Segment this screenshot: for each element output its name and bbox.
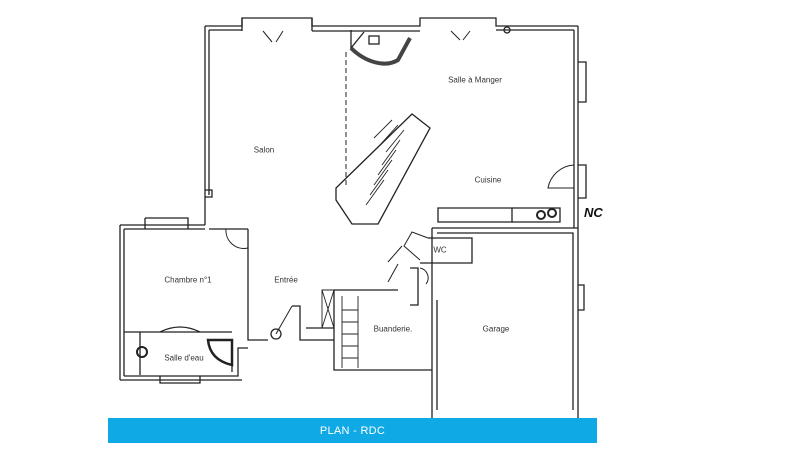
room-label-garage: Garage [482, 324, 510, 334]
room-label-buanderie: Buanderie. [373, 324, 413, 334]
room-label-cuisine: Cuisine [474, 175, 502, 185]
plan-title-banner: PLAN - RDC [108, 418, 597, 443]
room-label-wc: WC [433, 245, 447, 255]
room-label-salle-a-manger: Salle à Manger [448, 75, 502, 85]
room-label-salon: Salon [253, 145, 275, 155]
room-label-salle-d-eau: Salle d'eau [164, 353, 204, 363]
plan-title: PLAN - RDC [319, 424, 386, 437]
north-annotation: NC [584, 205, 603, 220]
room-label-chambre-1: Chambre n°1 [164, 275, 212, 285]
room-label-entree: Entrée [274, 275, 298, 285]
